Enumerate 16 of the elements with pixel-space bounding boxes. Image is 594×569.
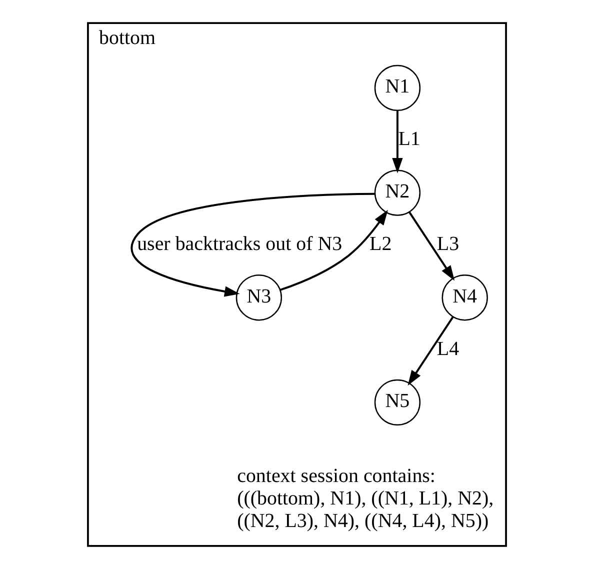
edge-label: L4 <box>436 338 460 360</box>
node-circle: N4 <box>442 274 488 321</box>
node-circle: N1 <box>374 64 421 112</box>
node-circle: N5 <box>374 379 421 426</box>
edge-label: user backtracks out of N3 <box>137 232 342 255</box>
arrow <box>408 212 455 281</box>
edge-label: L1 <box>398 128 420 150</box>
arrow <box>280 210 388 291</box>
node-circle: N2 <box>374 170 421 216</box>
arrow <box>408 316 454 386</box>
arrow <box>392 110 403 174</box>
node-circle: N3 <box>236 274 282 321</box>
arrow <box>130 192 375 297</box>
edge-label: L3 <box>436 232 460 255</box>
label: context session contains: (((bottom), N1), ((N1, L1), N2), ((N2, L3), N4), ((N4, L4), N5)) <box>237 465 494 532</box>
edge-label: L2 <box>370 232 392 255</box>
